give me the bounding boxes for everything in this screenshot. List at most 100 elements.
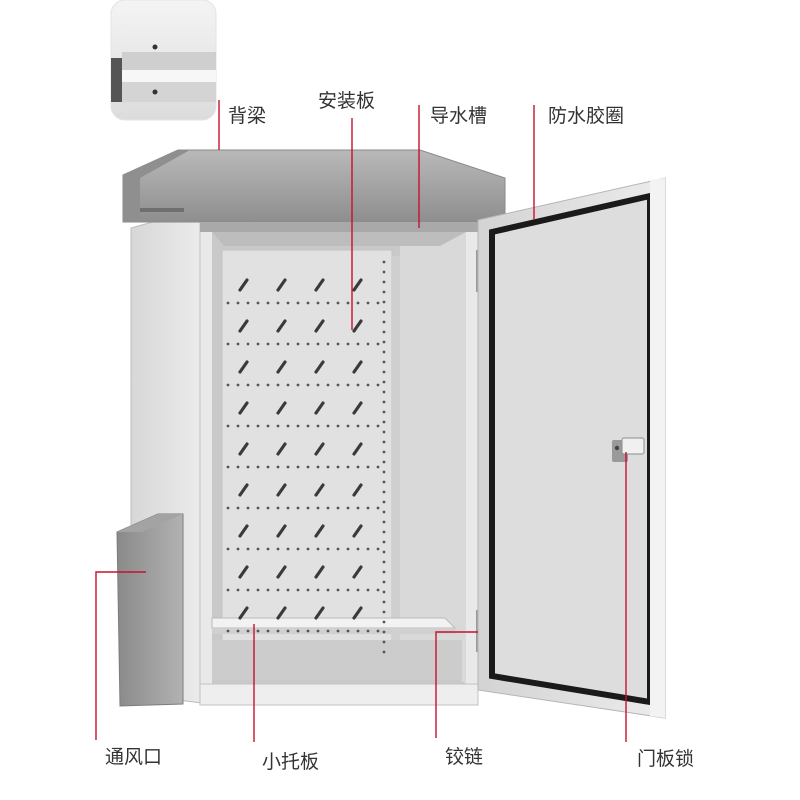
plate-dot bbox=[336, 588, 340, 592]
label-small-tray: 小托板 bbox=[262, 751, 320, 773]
plate-dot bbox=[276, 424, 280, 428]
plate-slot bbox=[238, 319, 249, 333]
plate-dot bbox=[286, 547, 290, 551]
plate-slot bbox=[276, 442, 287, 456]
plate-edge-dot bbox=[382, 360, 386, 364]
plate-edge-dot bbox=[382, 380, 386, 384]
label-back-beam: 背梁 bbox=[228, 105, 267, 127]
label-waterproof-seal: 防水胶圈 bbox=[548, 105, 625, 127]
plate-edge-dot bbox=[382, 500, 386, 504]
label-drain-groove: 导水槽 bbox=[430, 105, 488, 127]
plate-dot bbox=[226, 547, 230, 551]
plate-dot bbox=[246, 588, 250, 592]
plate-dot bbox=[246, 465, 250, 469]
plate-dot bbox=[366, 547, 370, 551]
plate-dot bbox=[246, 629, 250, 633]
plate-dot bbox=[276, 547, 280, 551]
small-tray bbox=[211, 617, 462, 680]
plate-dot bbox=[346, 342, 350, 346]
plate-dot bbox=[316, 383, 320, 387]
plate-dot bbox=[286, 629, 290, 633]
plate-holes bbox=[226, 260, 386, 654]
plate-edge-dot bbox=[382, 550, 386, 554]
plate-edge-dot bbox=[382, 450, 386, 454]
callout-line-hinge bbox=[435, 631, 478, 738]
plate-slot bbox=[352, 401, 363, 415]
plate-slot bbox=[238, 483, 249, 497]
plate-slot bbox=[276, 606, 287, 620]
plate-dot bbox=[276, 342, 280, 346]
plate-dot bbox=[376, 424, 380, 428]
plate-dot bbox=[346, 547, 350, 551]
plate-dot bbox=[236, 424, 240, 428]
plate-dot bbox=[316, 342, 320, 346]
plate-dot bbox=[306, 547, 310, 551]
plate-slot bbox=[314, 524, 325, 538]
plate-dot bbox=[236, 506, 240, 510]
plate-dot bbox=[226, 506, 230, 510]
plate-dot bbox=[316, 588, 320, 592]
plate-dot bbox=[366, 383, 370, 387]
plate-dot bbox=[366, 588, 370, 592]
plate-dot bbox=[266, 383, 270, 387]
plate-slot bbox=[238, 278, 249, 292]
plate-edge-dot bbox=[382, 400, 386, 404]
plate-slot bbox=[276, 524, 287, 538]
plate-dot bbox=[266, 301, 270, 305]
plate-dot bbox=[236, 301, 240, 305]
plate-dot bbox=[306, 588, 310, 592]
plate-dot bbox=[236, 383, 240, 387]
plate-dot bbox=[226, 465, 230, 469]
plate-dot bbox=[326, 629, 330, 633]
plate-dot bbox=[236, 588, 240, 592]
plate-dot bbox=[346, 465, 350, 469]
plate-slot bbox=[276, 565, 287, 579]
plate-dot bbox=[326, 383, 330, 387]
plate-dot bbox=[326, 342, 330, 346]
plate-slot bbox=[314, 483, 325, 497]
plate-dot bbox=[246, 506, 250, 510]
plate-dot bbox=[306, 424, 310, 428]
door-lock[interactable] bbox=[612, 437, 645, 462]
plate-dot bbox=[276, 383, 280, 387]
plate-dot bbox=[256, 465, 260, 469]
plate-slot bbox=[276, 319, 287, 333]
mounting-plate bbox=[221, 249, 400, 659]
plate-dot bbox=[356, 629, 360, 633]
open-door[interactable] bbox=[477, 177, 666, 719]
plate-dot bbox=[266, 629, 270, 633]
plate-edge-dot bbox=[382, 390, 386, 394]
plate-slot bbox=[314, 319, 325, 333]
plate-slot bbox=[314, 360, 325, 374]
label-door-lock: 门板锁 bbox=[637, 748, 695, 770]
plate-dot bbox=[256, 629, 260, 633]
plate-slot bbox=[352, 483, 363, 497]
plate-dot bbox=[356, 301, 360, 305]
plate-dot bbox=[246, 301, 250, 305]
plate-dot bbox=[326, 301, 330, 305]
plate-edge-dot bbox=[382, 490, 386, 494]
plate-dot bbox=[306, 301, 310, 305]
plate-slot bbox=[352, 360, 363, 374]
plate-dot bbox=[356, 465, 360, 469]
plate-dot bbox=[376, 342, 380, 346]
plate-dot bbox=[256, 588, 260, 592]
plate-dot bbox=[326, 588, 330, 592]
plate-slot bbox=[276, 360, 287, 374]
plate-dot bbox=[336, 301, 340, 305]
plate-dot bbox=[286, 465, 290, 469]
plate-dot bbox=[276, 588, 280, 592]
plate-dot bbox=[226, 629, 230, 633]
plate-dot bbox=[296, 424, 300, 428]
plate-edge-dot bbox=[382, 310, 386, 314]
plate-dot bbox=[356, 383, 360, 387]
plate-slot bbox=[314, 606, 325, 620]
plate-dot bbox=[366, 506, 370, 510]
plate-dot bbox=[376, 301, 380, 305]
plate-slot bbox=[238, 565, 249, 579]
plate-dot bbox=[336, 383, 340, 387]
plate-slot bbox=[238, 442, 249, 456]
plate-dot bbox=[286, 342, 290, 346]
plate-dot bbox=[306, 465, 310, 469]
